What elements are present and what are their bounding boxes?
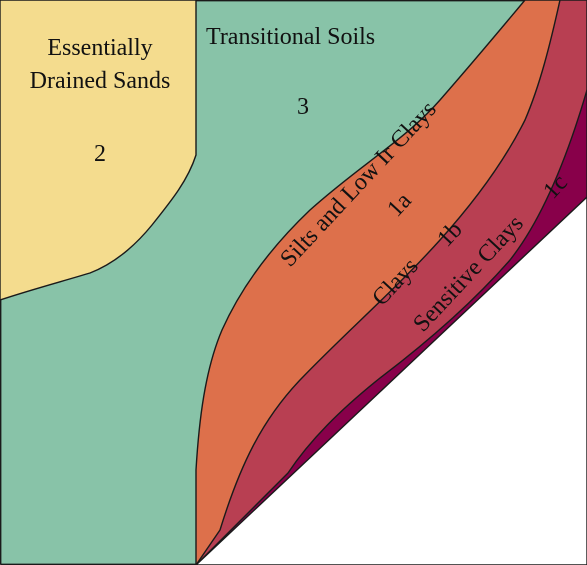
transitional-label: Transitional Soils xyxy=(206,24,375,50)
sands-id: 2 xyxy=(94,141,106,167)
transitional-id: 3 xyxy=(297,94,309,120)
region-drained-sands xyxy=(0,0,197,301)
empty-triangle-region xyxy=(195,196,587,565)
sands-label-line-2: Drained Sands xyxy=(30,68,171,94)
sands-label-line-1: Essentially xyxy=(47,35,152,61)
